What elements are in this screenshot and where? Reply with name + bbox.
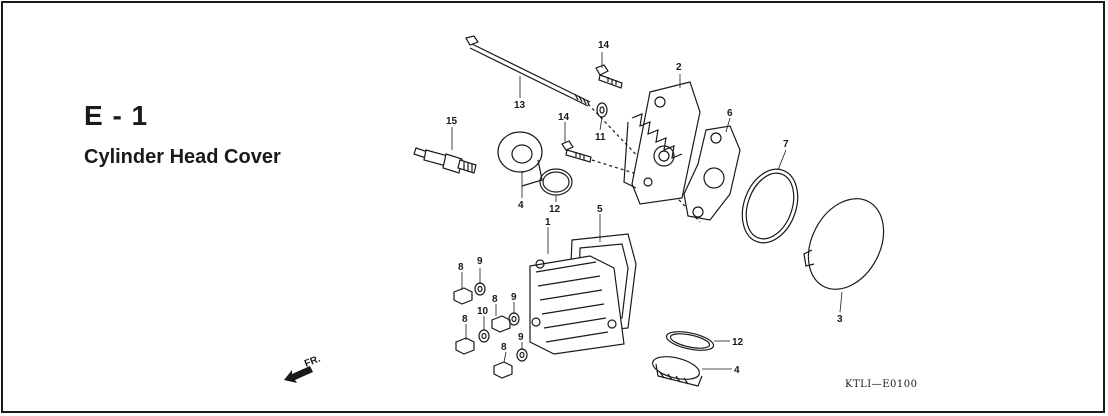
callout-12-lower: 12 xyxy=(732,337,744,348)
callout-9-a: 9 xyxy=(477,256,483,267)
part-8-nut-b xyxy=(491,315,511,333)
callout-4-lower: 4 xyxy=(734,365,740,376)
drawing-code: KTLI—E0100 xyxy=(845,379,918,390)
callout-numbers: 14 2 13 15 14 11 6 7 4 12 1 5 8 9 8 9 10… xyxy=(446,40,843,376)
part-1-head-cover xyxy=(529,255,625,355)
part-14-bolt-lower xyxy=(561,140,641,176)
section-code: E - 1 xyxy=(84,100,149,131)
callout-14-upper: 14 xyxy=(598,40,610,51)
part-4-cap-lower xyxy=(651,356,703,387)
part-2-holder xyxy=(623,81,701,205)
callout-8-d: 8 xyxy=(501,342,507,353)
part-10-washer xyxy=(478,329,490,343)
part-13-stud-bolt xyxy=(465,35,701,223)
callout-8-a: 8 xyxy=(458,262,464,273)
part-3-cap xyxy=(803,198,885,290)
part-12-o-ring-lower xyxy=(665,331,715,351)
part-15-spark-plug xyxy=(413,147,477,174)
callout-3: 3 xyxy=(837,314,843,325)
callout-9-c: 9 xyxy=(518,332,524,343)
callout-6: 6 xyxy=(727,108,733,119)
front-direction-arrow-icon: FR. xyxy=(284,353,322,383)
part-14-bolt-upper xyxy=(595,64,623,89)
callout-14-lower: 14 xyxy=(558,112,570,123)
part-9-washer-b xyxy=(508,312,520,326)
part-12-o-ring-upper xyxy=(539,168,573,196)
callout-8-b: 8 xyxy=(492,294,498,305)
callout-15: 15 xyxy=(446,116,458,127)
part-9-washer-c xyxy=(516,348,528,362)
callout-8-c: 8 xyxy=(462,314,468,325)
callout-11: 11 xyxy=(595,132,606,143)
callout-1: 1 xyxy=(545,217,551,228)
part-8-nut-a xyxy=(453,287,473,305)
part-8-nut-c xyxy=(455,337,475,355)
callout-2: 2 xyxy=(676,62,682,73)
part-6-gasket xyxy=(683,125,741,221)
callout-5: 5 xyxy=(597,204,603,215)
part-11-washer xyxy=(596,102,608,118)
callout-13: 13 xyxy=(514,100,526,111)
callout-9-b: 9 xyxy=(511,292,517,303)
part-8-nut-d xyxy=(493,361,513,379)
callout-12-upper: 12 xyxy=(549,204,561,215)
leader-lines xyxy=(451,52,843,370)
part-9-washer-a xyxy=(474,282,486,296)
section-title: Cylinder Head Cover xyxy=(84,146,281,168)
front-direction-label: FR. xyxy=(303,353,322,369)
callout-4-upper: 4 xyxy=(518,200,524,211)
callout-7: 7 xyxy=(783,139,789,150)
part-7-o-ring xyxy=(741,168,799,244)
part-4-cap-upper xyxy=(497,131,543,187)
callout-10: 10 xyxy=(477,306,489,317)
